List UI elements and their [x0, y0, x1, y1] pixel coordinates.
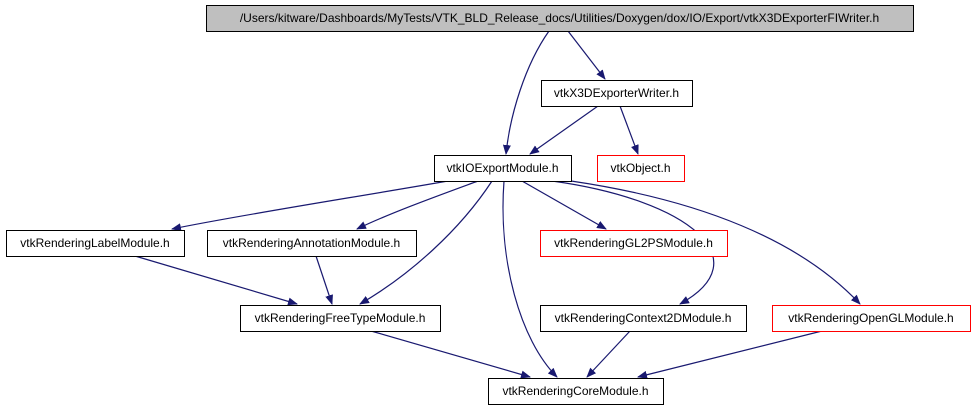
edge-ioexport-to-annotation	[356, 180, 479, 230]
node-ioexport[interactable]: vtkIOExportModule.h	[434, 155, 572, 182]
node-box[interactable]	[541, 80, 693, 107]
node-context2d[interactable]: vtkRenderingContext2DModule.h	[540, 305, 747, 332]
node-label: vtkRenderingGL2PSModule.h	[554, 236, 713, 250]
edge-ioexport-to-label	[171, 180, 449, 232]
node-box[interactable]	[488, 378, 664, 405]
node-box[interactable]	[206, 5, 914, 32]
node-label: vtkRenderingLabelModule.h	[20, 236, 169, 250]
node-annotation[interactable]: vtkRenderingAnnotationModule.h	[207, 230, 417, 257]
edge-context2d-to-core	[586, 330, 631, 378]
node-box[interactable]	[772, 305, 971, 332]
node-label[interactable]: vtkRenderingLabelModule.h	[6, 230, 185, 257]
node-object[interactable]: vtkObject.h	[597, 155, 685, 182]
node-label: vtkRenderingCoreModule.h	[502, 384, 648, 398]
edge-label-to-freetype	[134, 255, 298, 306]
node-box[interactable]	[6, 230, 185, 257]
node-label: vtkRenderingContext2DModule.h	[555, 311, 732, 325]
edges-layer	[134, 30, 861, 379]
node-root[interactable]: /Users/kitware/Dashboards/MyTests/VTK_BL…	[206, 5, 914, 32]
node-label: vtkRenderingFreeTypeModule.h	[255, 311, 426, 325]
node-box[interactable]	[207, 230, 417, 257]
edge-freetype-to-core	[370, 330, 531, 379]
edge-x3dwriter-to-ioexport	[529, 105, 599, 155]
edge-x3dwriter-to-object	[619, 105, 639, 155]
node-opengl[interactable]: vtkRenderingOpenGLModule.h	[772, 305, 971, 332]
node-label: vtkRenderingOpenGLModule.h	[788, 311, 953, 325]
edge-ioexport-to-freetype	[359, 180, 493, 305]
node-label: /Users/kitware/Dashboards/MyTests/VTK_BL…	[240, 11, 879, 25]
node-label: vtkIOExportModule.h	[446, 161, 558, 175]
node-label: vtkObject.h	[610, 161, 670, 175]
node-box[interactable]	[240, 305, 441, 332]
node-label: vtkX3DExporterWriter.h	[554, 86, 679, 100]
node-box[interactable]	[540, 305, 747, 332]
node-freetype[interactable]: vtkRenderingFreeTypeModule.h	[240, 305, 441, 332]
edge-root-to-ioexport	[502, 30, 550, 155]
node-box[interactable]	[597, 155, 685, 182]
edge-ioexport-to-gl2ps	[521, 180, 607, 230]
node-core[interactable]: vtkRenderingCoreModule.h	[488, 378, 664, 405]
edge-ioexport-to-core	[502, 180, 558, 378]
node-label: vtkRenderingAnnotationModule.h	[223, 236, 400, 250]
edge-opengl-to-core	[637, 330, 823, 379]
node-gl2ps[interactable]: vtkRenderingGL2PSModule.h	[540, 230, 728, 257]
node-x3dwriter[interactable]: vtkX3DExporterWriter.h	[541, 80, 693, 107]
node-box[interactable]	[434, 155, 572, 182]
edge-ioexport-to-opengl	[570, 180, 861, 305]
edge-root-to-x3dwriter	[567, 30, 606, 80]
edge-annotation-to-freetype	[315, 255, 333, 305]
nodes-layer: /Users/kitware/Dashboards/MyTests/VTK_BL…	[6, 5, 971, 405]
node-box[interactable]	[540, 230, 728, 257]
